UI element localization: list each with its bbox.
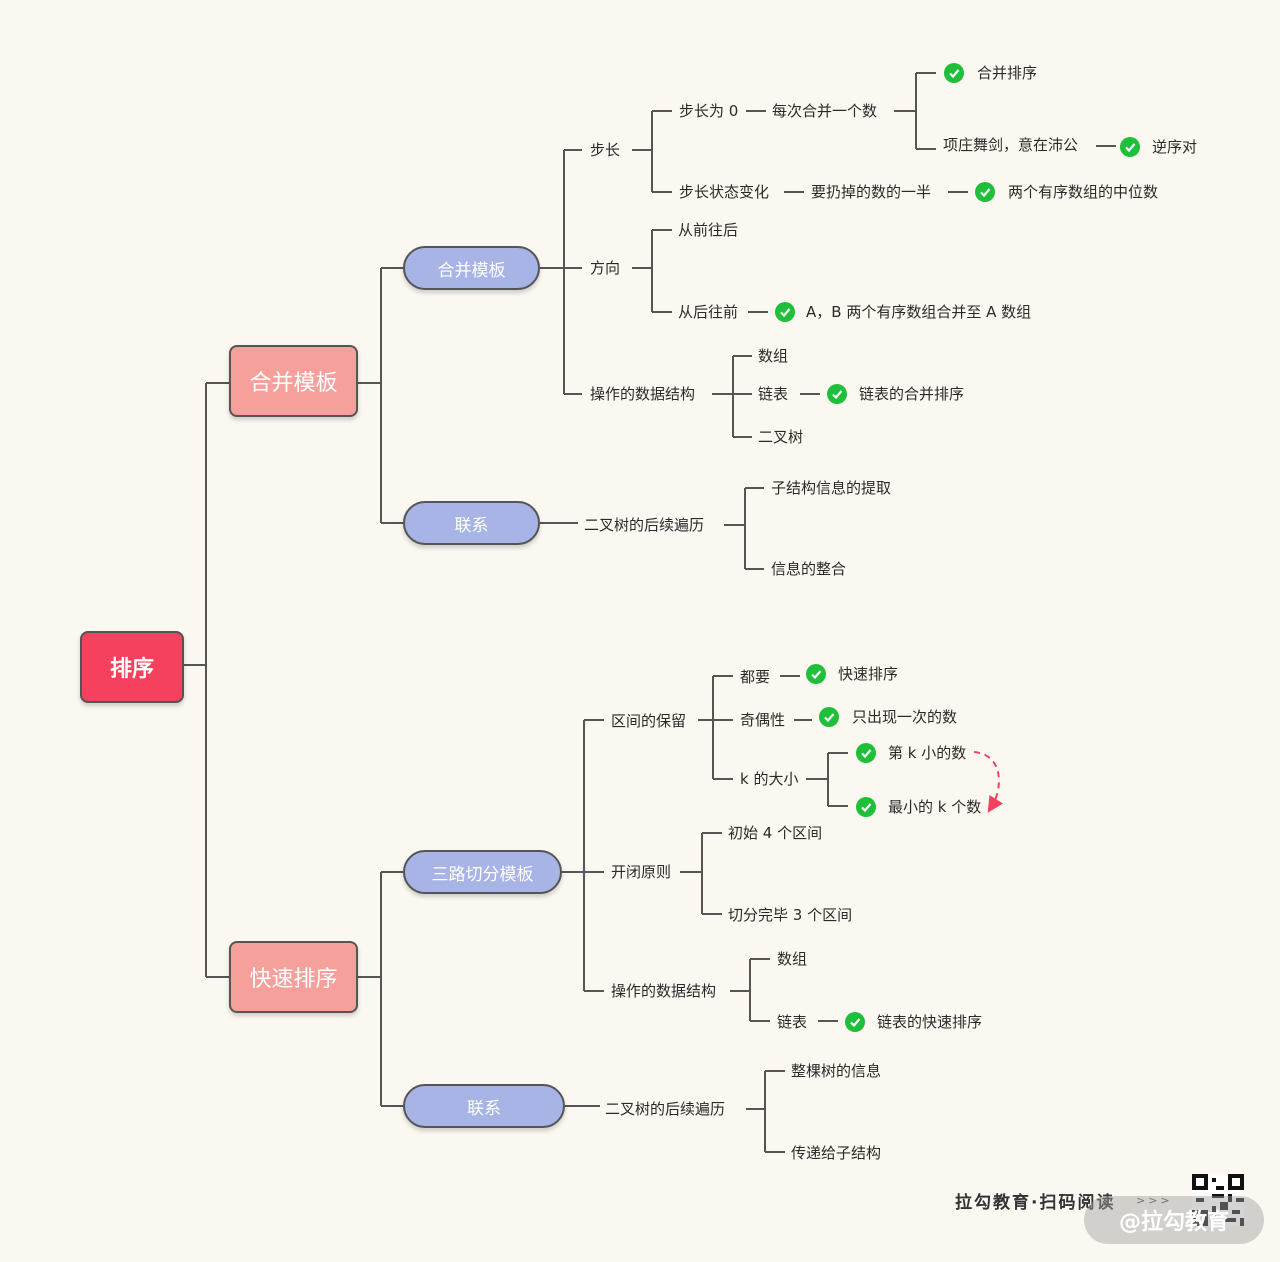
check-icon [1120,137,1140,157]
check-icon [775,302,795,322]
check-icon [856,797,876,817]
label-parity: 奇偶性 [740,711,786,729]
label-step-zero: 步长为 0 [679,102,739,120]
root-node[interactable]: 排序 [80,631,184,703]
label-merge-sort: 合并排序 [977,64,1038,82]
check-icon [975,182,995,202]
label-quicksort: 快速排序 [838,665,899,683]
label-quick-postorder: 二叉树的后续遍历 [605,1100,726,1118]
merge-sort-node[interactable]: 合并模板 [229,345,358,417]
label-ab-merge: A，B 两个有序数组合并至 A 数组 [806,303,1032,321]
label-median: 两个有序数组的中位数 [1008,183,1159,201]
label-direction: 方向 [590,259,621,277]
label-sub-info: 子结构信息的提取 [771,479,892,497]
label-xiangzhuang: 项庄舞剑，意在沛公 [943,136,1079,154]
label-info-merge: 信息的整合 [771,560,847,578]
label-open-close: 开闭原则 [611,863,672,881]
watermark: @拉勾教育 [1084,1196,1264,1244]
merge-template-node[interactable]: 合并模板 [403,246,540,290]
label-k-size: k 的大小 [740,770,799,788]
check-icon [827,384,847,404]
label-after-split: 切分完毕 3 个区间 [728,906,853,924]
three-way-template-node[interactable]: 三路切分模板 [403,850,562,894]
label-merge-ds: 操作的数据结构 [590,385,696,403]
label-inversion: 逆序对 [1152,138,1198,156]
label-linked-list: 链表 [758,385,789,403]
label-quick-linked-list: 链表 [777,1013,808,1031]
dashed-arrow [973,751,1004,813]
label-step: 步长 [590,141,621,159]
label-k-smallest: 最小的 k 个数 [888,798,982,816]
check-icon [856,743,876,763]
footer-brand: 拉勾教育·扫码阅读 [955,1193,1116,1213]
footer-arrows: >>> [1136,1194,1173,1207]
label-merge-each: 每次合并一个数 [772,102,878,120]
label-quick-array: 数组 [777,950,808,968]
label-whole-tree: 整棵树的信息 [791,1062,882,1080]
label-kth-small: 第 k 小的数 [888,744,967,762]
label-pass-sub: 传递给子结构 [791,1144,882,1162]
label-back-to-front: 从后往前 [678,303,739,321]
label-all-need: 都要 [740,668,771,686]
check-icon [845,1012,865,1032]
merge-relation-node[interactable]: 联系 [403,501,540,545]
label-front-to-back: 从前往后 [678,221,739,239]
label-linked-merge: 链表的合并排序 [859,385,965,403]
label-step-change: 步长状态变化 [679,183,770,201]
label-quick-ds: 操作的数据结构 [611,982,717,1000]
label-array: 数组 [758,347,789,365]
qr-code-icon[interactable] [1192,1174,1244,1226]
label-merge-postorder: 二叉树的后续遍历 [584,516,705,534]
label-linked-quick: 链表的快速排序 [877,1013,983,1031]
label-appear-once: 只出现一次的数 [852,708,958,726]
check-icon [819,707,839,727]
label-init-intervals: 初始 4 个区间 [728,824,823,842]
label-discard-half: 要扔掉的数的一半 [811,183,932,201]
label-interval: 区间的保留 [611,712,687,730]
check-icon [806,664,826,684]
quick-sort-node[interactable]: 快速排序 [229,941,358,1013]
quick-relation-node[interactable]: 联系 [403,1084,565,1128]
check-icon [944,63,964,83]
label-binary-tree: 二叉树 [758,428,804,446]
